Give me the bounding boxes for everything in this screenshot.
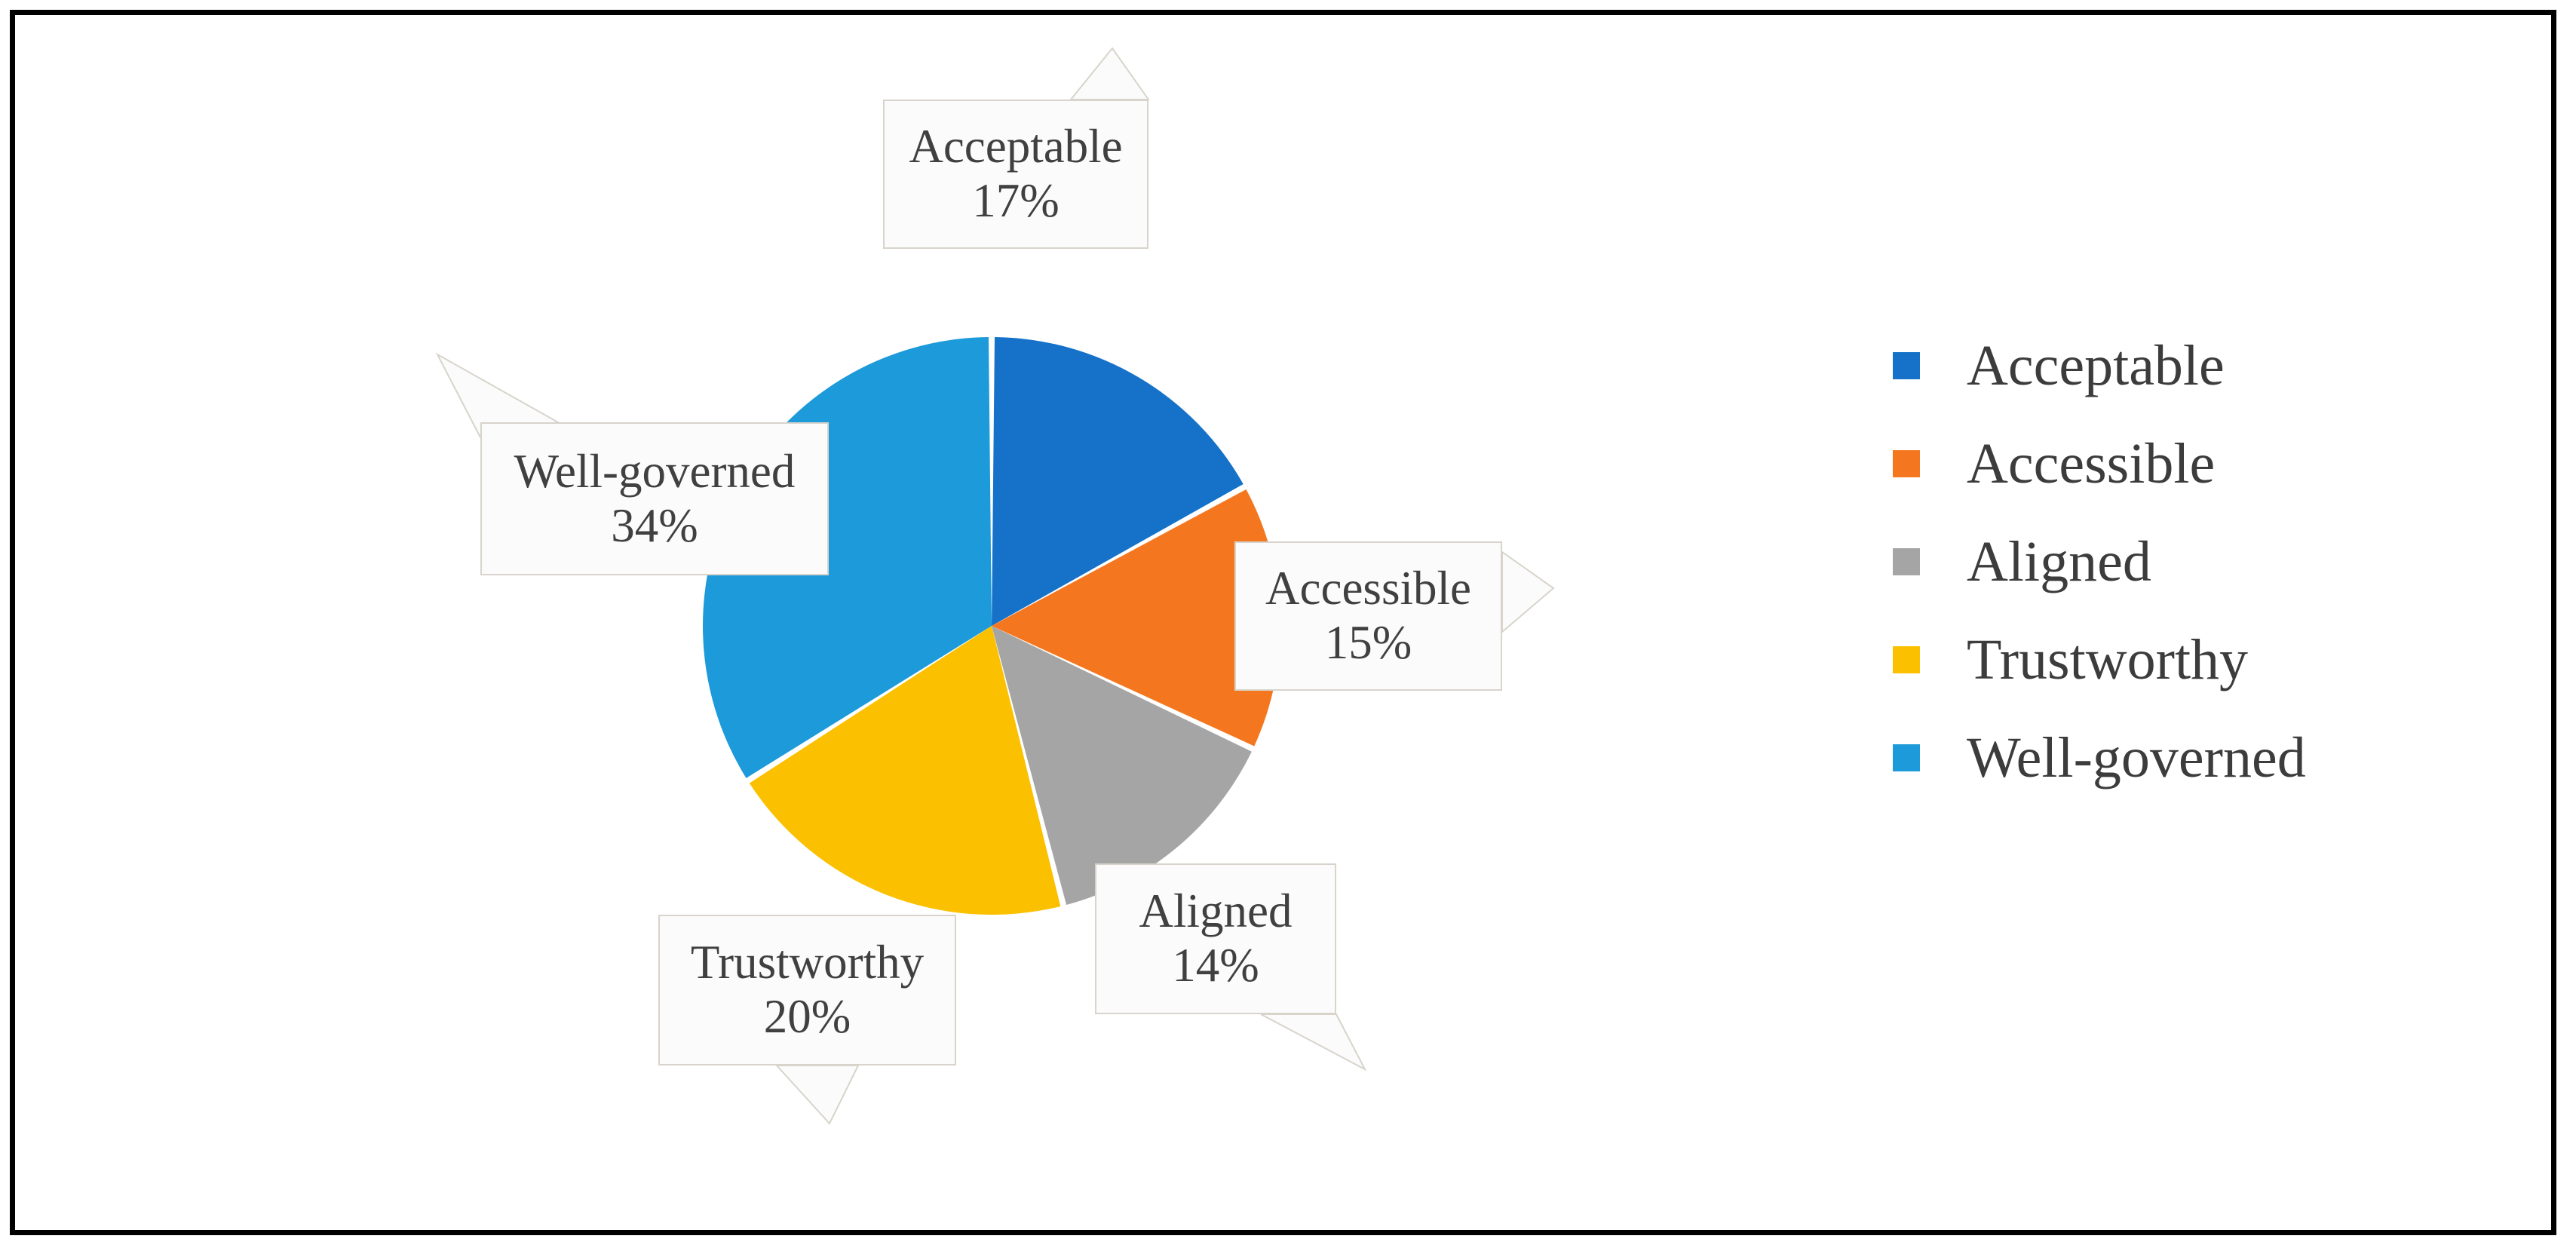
legend-swatch-icon xyxy=(1893,450,1920,477)
legend-item-label: Acceptable xyxy=(1967,334,2225,397)
callout-tail-accessible xyxy=(1501,550,1555,634)
data-label-well-governed-name: Well-governed xyxy=(514,444,796,498)
legend-item-well-governed[interactable]: Well-governed xyxy=(1893,709,2511,807)
legend-item-aligned[interactable]: Aligned xyxy=(1893,513,2511,611)
pie-slice-acceptable[interactable] xyxy=(992,337,1244,626)
legend-swatch-icon xyxy=(1893,548,1920,575)
pie-slice-trustworthy[interactable] xyxy=(749,626,1061,915)
data-label-aligned-value: 14% xyxy=(1172,939,1259,992)
data-label-acceptable-value: 17% xyxy=(972,174,1060,227)
data-label-well-governed-value: 34% xyxy=(611,498,698,552)
legend-item-acceptable[interactable]: Acceptable xyxy=(1893,317,2511,415)
data-label-trustworthy-name: Trustworthy xyxy=(690,936,925,989)
legend-item-label: Aligned xyxy=(1967,530,2151,593)
legend-item-label: Trustworthy xyxy=(1967,628,2249,691)
data-label-well-governed: Well-governed 34% xyxy=(480,422,829,575)
data-label-aligned-name: Aligned xyxy=(1139,885,1293,938)
data-label-accessible-name: Accessible xyxy=(1265,562,1471,615)
legend-swatch-icon xyxy=(1893,744,1920,771)
data-label-acceptable: Acceptable 17% xyxy=(883,100,1148,249)
callout-tail-trustworthy xyxy=(774,1065,860,1125)
data-label-trustworthy-value: 20% xyxy=(763,990,851,1043)
data-label-accessible: Accessible 15% xyxy=(1234,541,1502,691)
legend-swatch-icon xyxy=(1893,646,1920,673)
pie-slice-aligned[interactable] xyxy=(992,626,1252,905)
callout-tail-acceptable xyxy=(1069,47,1150,100)
callout-tail-group xyxy=(435,47,1555,1125)
data-label-aligned: Aligned 14% xyxy=(1095,863,1336,1014)
data-label-trustworthy: Trustworthy 20% xyxy=(658,915,956,1066)
data-label-accessible-value: 15% xyxy=(1324,616,1412,669)
pie-slice-accessible[interactable] xyxy=(992,489,1281,747)
chart-canvas: Acceptable 17% Accessible 15% Aligned 14… xyxy=(15,15,2562,1240)
legend-item-trustworthy[interactable]: Trustworthy xyxy=(1893,611,2511,709)
legend-swatch-icon xyxy=(1893,352,1920,379)
callout-tail-aligned xyxy=(1260,1013,1367,1072)
legend-item-label: Accessible xyxy=(1967,432,2216,495)
data-label-acceptable-name: Acceptable xyxy=(909,120,1123,173)
legend-item-accessible[interactable]: Accessible xyxy=(1893,415,2511,513)
legend-item-label: Well-governed xyxy=(1967,726,2306,790)
chart-frame: Acceptable 17% Accessible 15% Aligned 14… xyxy=(10,10,2556,1235)
